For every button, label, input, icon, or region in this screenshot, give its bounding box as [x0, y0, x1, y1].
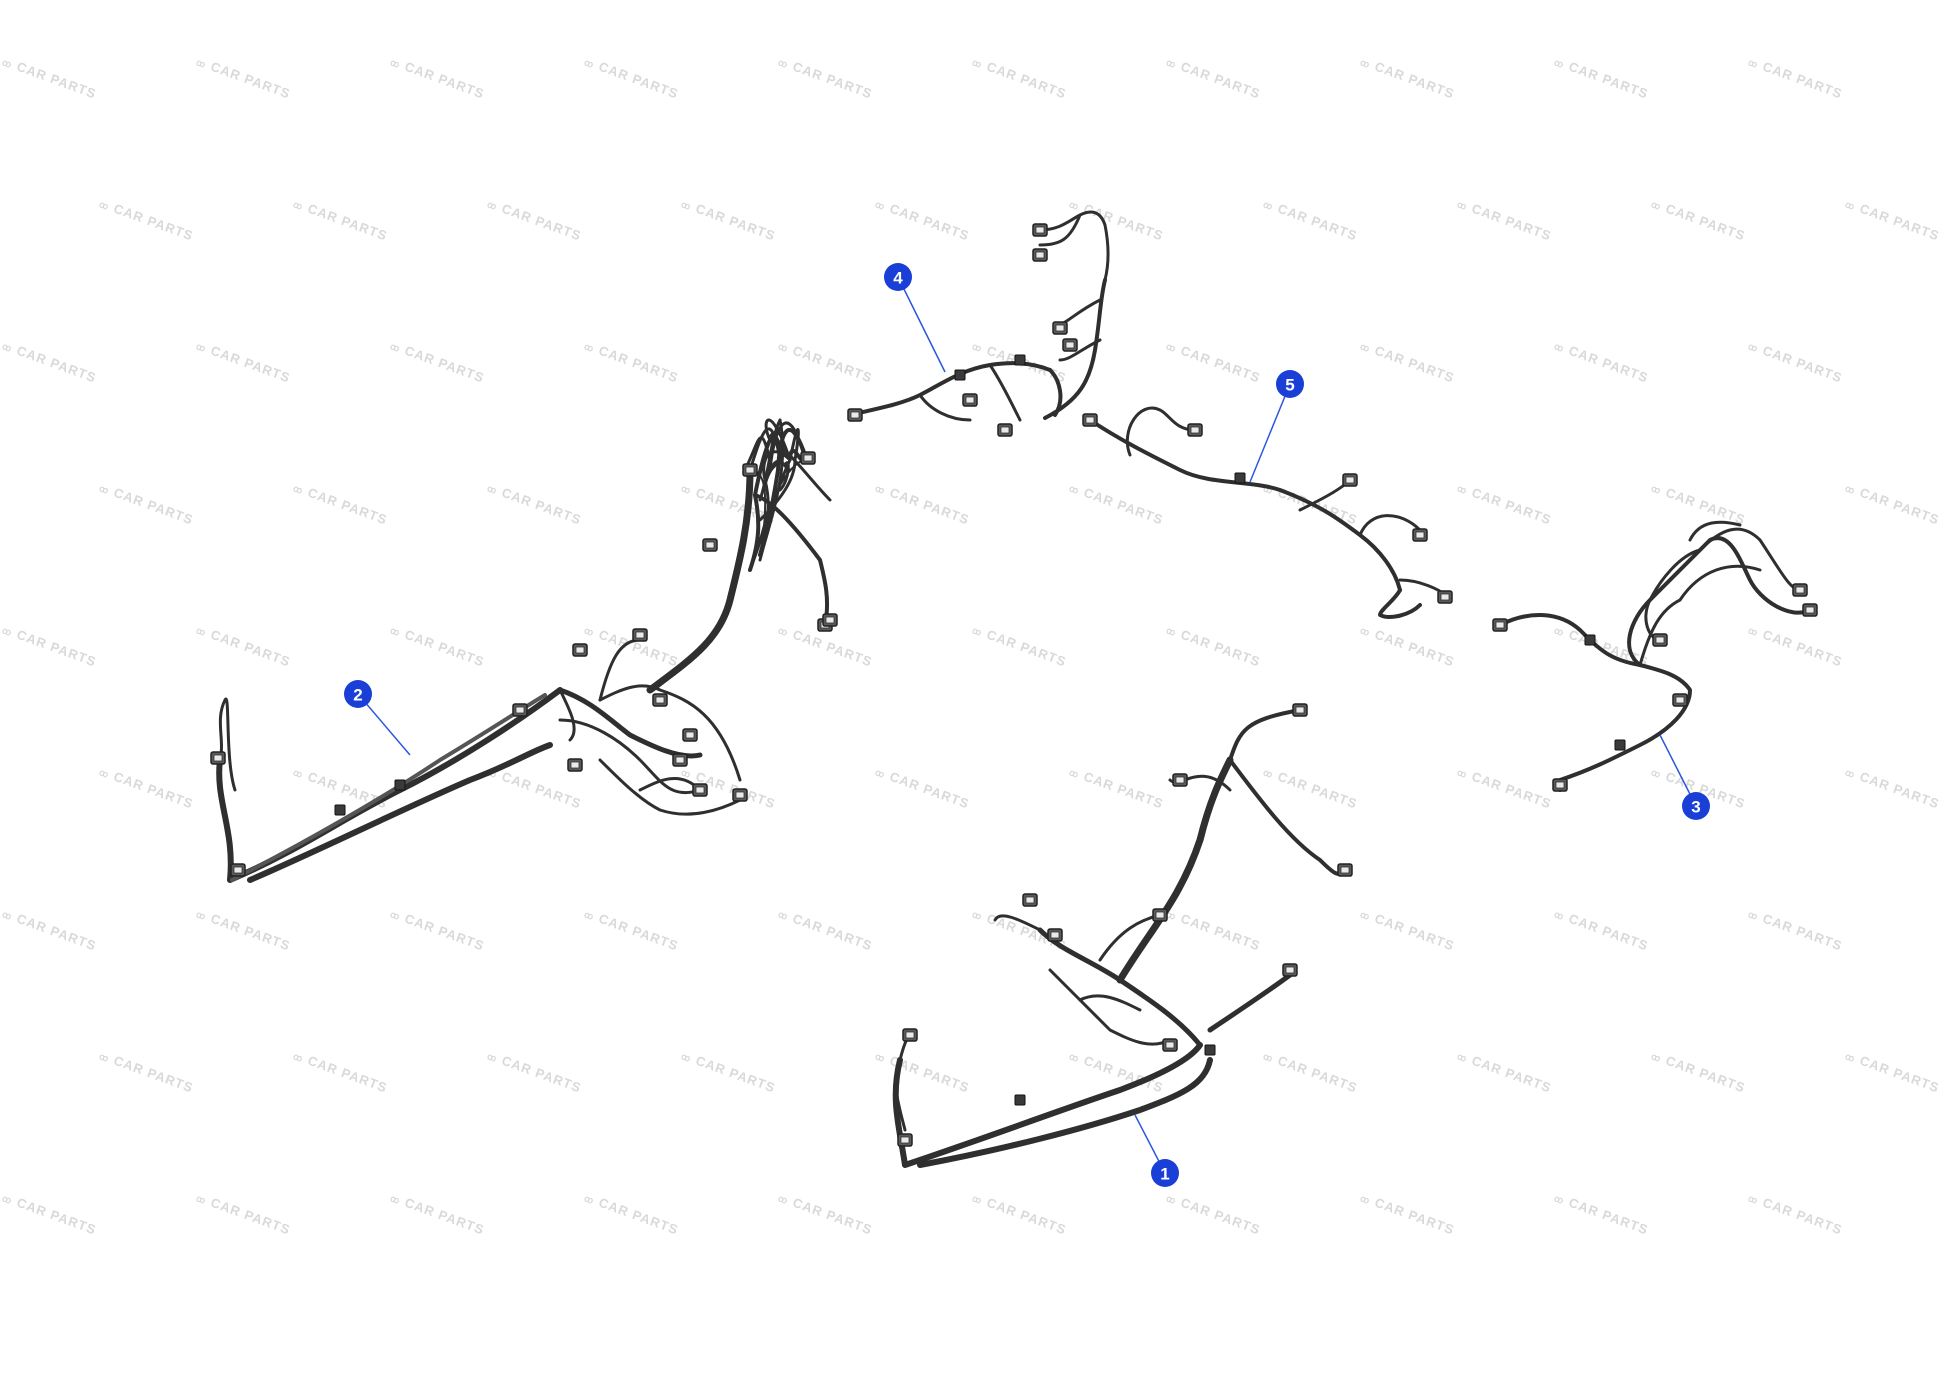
harness-4-connectors — [847, 223, 1078, 437]
callout-2-label: 2 — [353, 686, 362, 705]
callout-4[interactable]: 4 — [884, 263, 946, 373]
harness-2-connectors — [210, 451, 838, 877]
harness-4[interactable] — [848, 210, 1110, 422]
callout-5[interactable]: 5 — [1249, 370, 1304, 483]
callout-2[interactable]: 2 — [344, 680, 411, 756]
callout-3[interactable]: 3 — [1659, 734, 1710, 820]
harness-5-connectors — [1082, 413, 1453, 604]
callout-1[interactable]: 1 — [1134, 1114, 1179, 1187]
callout-3-label: 3 — [1691, 798, 1700, 817]
harness-3[interactable] — [1498, 520, 1812, 792]
callout-4-label: 4 — [893, 269, 903, 288]
harness-1[interactable] — [892, 708, 1347, 1168]
harness-2[interactable] — [216, 418, 832, 883]
harness-1-connectors — [897, 703, 1353, 1147]
callout-1-label: 1 — [1160, 1165, 1169, 1184]
callout-5-label: 5 — [1285, 376, 1294, 395]
harness-5[interactable] — [1088, 406, 1447, 619]
